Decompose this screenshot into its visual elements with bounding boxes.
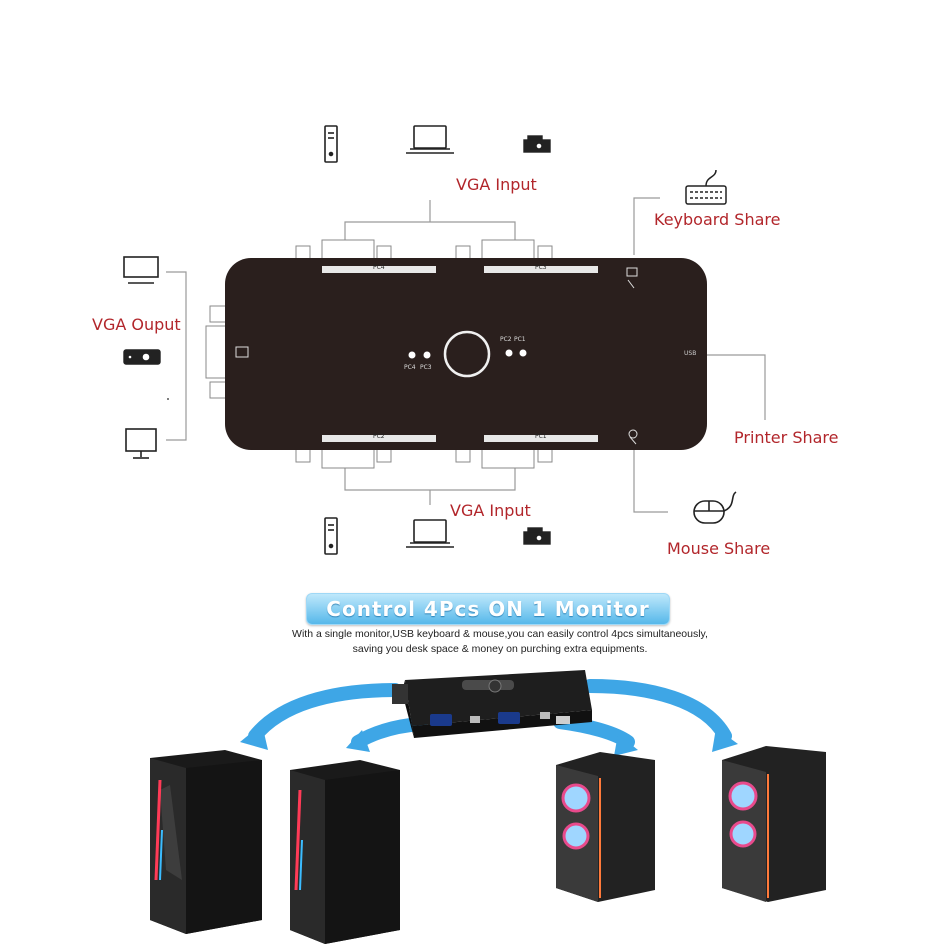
port-label-pc1: PC1 <box>535 433 547 440</box>
projector-icon <box>523 135 551 153</box>
printer-share-label: Printer Share <box>734 428 839 447</box>
led-label-pc4: PC4 <box>404 364 416 371</box>
port-label-pc3: PC3 <box>535 264 547 271</box>
keyboard-share-label: Keyboard Share <box>654 210 781 229</box>
mouse-share-label: Mouse Share <box>667 539 771 558</box>
bottom-connectors <box>295 447 553 469</box>
usb-side-label: USB <box>684 350 697 357</box>
projector-icon <box>123 349 161 365</box>
port-label-pc2: PC2 <box>373 433 385 440</box>
vga-input-bottom-label: VGA Input <box>450 501 531 520</box>
laptop-icon <box>406 519 454 548</box>
banner-line-2: saving you desk space & money on purchin… <box>352 643 648 655</box>
vga-input-top-label: VGA Input <box>456 175 537 194</box>
monitor-icon <box>125 428 157 459</box>
banner-title: Control 4Pcs ON 1 Monitor <box>306 593 670 625</box>
tv-icon <box>123 256 159 284</box>
pc-tower-3 <box>556 752 655 902</box>
led-label-pc1: PC1 <box>514 336 526 343</box>
led-label-pc3: PC3 <box>420 364 432 371</box>
connector-lines <box>166 197 766 513</box>
kvm-product-photo <box>392 670 592 738</box>
banner-line-1: With a single monitor,USB keyboard & mou… <box>292 628 708 640</box>
vga-output-label: VGA Ouput <box>92 315 181 334</box>
left-connectors <box>205 305 229 399</box>
port-label-pc4: PC4 <box>373 264 385 271</box>
switch-button <box>443 330 491 378</box>
pc-tower-2 <box>290 760 400 944</box>
kvm-switch-body <box>225 258 707 450</box>
laptop-icon <box>406 125 454 154</box>
led-label-pc2: PC2 <box>500 336 512 343</box>
top-connectors <box>295 239 553 261</box>
arrow-heads <box>240 724 738 756</box>
mouse-icon <box>693 491 737 524</box>
desktop-tower-icon <box>324 517 338 555</box>
pc-tower-4 <box>722 746 826 902</box>
pc-tower-1 <box>150 750 262 934</box>
desktop-tower-icon <box>324 125 338 163</box>
projector-icon <box>523 527 551 545</box>
keyboard-icon <box>685 169 727 205</box>
